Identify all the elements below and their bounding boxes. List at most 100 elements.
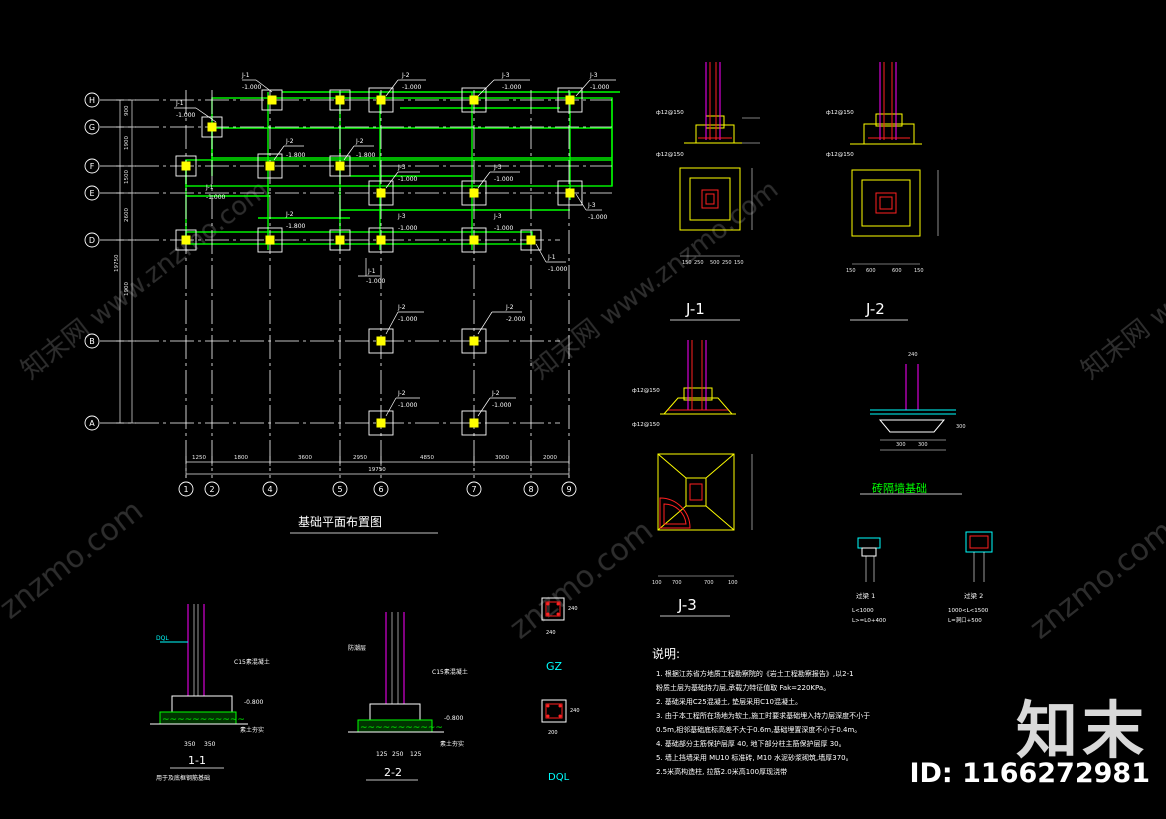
elevation-tag: -1.000 — [366, 278, 386, 285]
dim-value: 3000 — [495, 455, 509, 461]
dim-value: 250 — [722, 260, 732, 266]
svg-text:~~~~~~~~~~~: ~~~~~~~~~~~ — [162, 715, 245, 725]
dim-value: 300 — [896, 442, 906, 448]
dim-value: 1900 — [124, 136, 130, 150]
footing-pad — [368, 227, 394, 253]
j1-dims — [680, 168, 753, 257]
dim-value: 600 — [866, 268, 876, 274]
annotation: C15素混凝土 — [234, 658, 270, 666]
footing-pad — [257, 153, 283, 179]
dim-value: 350 — [184, 741, 196, 748]
footing-tag: J-1 — [241, 72, 250, 79]
j3-dim-values: 100 700 700 100 — [652, 580, 738, 586]
dim-value: 125 — [376, 751, 388, 758]
footing-pad — [461, 180, 487, 206]
dim-value: 150 — [846, 268, 856, 274]
column-axis-bubble: 2 — [204, 481, 220, 497]
footing-tag: J-2 — [397, 390, 406, 397]
detail-title: J-2 — [865, 300, 885, 318]
elevation-tag: -1.000 — [492, 402, 512, 409]
dim-value: 100 — [652, 580, 662, 586]
j2-section — [850, 62, 922, 145]
rebar-note: ф12@150 — [632, 388, 660, 394]
column-axis-bubble: 7 — [466, 481, 482, 497]
lintel-note: 1000<L<1500 — [948, 608, 989, 614]
detail-j1: ф12@150 ф12@150 150 250 500 250 150 J-1 — [656, 62, 760, 321]
column-axis-bubble: 8 — [523, 481, 539, 497]
section-1-1: ~~~~~~~~~~~ DQL C15素混凝土 素土夯实 -0.800 350 … — [150, 604, 270, 782]
annotation: -0.800 — [244, 699, 264, 706]
rebar-dots — [546, 602, 560, 616]
rebar-note: ф12@150 — [826, 110, 854, 116]
row-axis-label: E — [89, 189, 94, 198]
row-axis-bubble: B — [84, 333, 100, 349]
row-axis-bubble: G — [84, 119, 100, 135]
footing-pad — [329, 89, 351, 111]
note-line: 5. 墙上挡墙采用 MU10 标准砖, M10 水泥砂浆砌筑,墙厚370。 — [656, 753, 853, 762]
dim-value: 240 — [568, 606, 578, 612]
section-2-2: ~~~~~~~~~~~ 防潮层 C15素混凝土 素土夯实 -0.800 125 … — [348, 612, 468, 781]
dim-value: 2600 — [124, 208, 130, 222]
footing-tag: J-3 — [397, 213, 406, 220]
footing-tag: J-3 — [493, 213, 502, 220]
footing-tag: J-3 — [589, 72, 598, 79]
hatch-marks: ~~~~~~~~~~~ — [360, 723, 443, 733]
strip-dim-values: 240 300 300 300 — [896, 352, 966, 448]
elevation-tag: -2.000 — [506, 316, 526, 323]
footing-tag: J-3 — [501, 72, 510, 79]
footing-tag: J-1 — [205, 184, 214, 191]
column-axis-label: 5 — [337, 485, 342, 494]
column-axis-label: 7 — [471, 485, 476, 494]
dim-value: 240 — [570, 708, 580, 714]
dim-value: 1800 — [234, 455, 248, 461]
dim-value: 700 — [704, 580, 714, 586]
elevation-tag: -1.000 — [402, 84, 422, 91]
elevation-tag: -1.000 — [398, 316, 418, 323]
footing-pad — [461, 87, 487, 113]
left-dim-values: 900 1900 1500 2600 1900 19750 — [114, 105, 130, 296]
note-line: 4. 基础部分主筋保护层厚 40, 地下部分柱主筋保护层厚 30。 — [656, 739, 846, 748]
lintel-note: L<1000 — [852, 608, 874, 614]
svg-text:~~~~~~~~~~~: ~~~~~~~~~~~ — [360, 723, 443, 733]
watermark-text: znzmo.com — [503, 513, 659, 646]
annotation: DQL — [156, 635, 169, 642]
footing-tag: J-1 — [367, 268, 376, 275]
detail-title: J-1 — [685, 300, 705, 318]
note-line: 1. 根据江苏省方地质工程勘察院的《岩土工程勘察报告》,以2-1 — [656, 669, 854, 678]
j3-plan — [657, 453, 735, 531]
row-axis-bubble: A — [84, 415, 100, 431]
annotation: 素土夯实 — [440, 740, 464, 748]
row-axis-label: B — [89, 337, 95, 346]
dim-value: 1250 — [192, 455, 206, 461]
dim-value: 300 — [956, 424, 966, 430]
footing-tag: J-1 — [175, 100, 184, 107]
left-dimension-chain — [116, 99, 136, 424]
column-axis-label: 1 — [183, 485, 188, 494]
footing-pad — [368, 328, 394, 354]
column-axis-bubble: 9 — [561, 481, 577, 497]
annotation: C15素混凝土 — [432, 668, 468, 676]
elevation-tag: -1.000 — [206, 194, 226, 201]
elevation-tag: -1.000 — [590, 84, 610, 91]
footing-pad — [175, 155, 197, 177]
detail-j2: ф12@150 ф12@150 150 600 600 150 J-2 — [826, 62, 939, 321]
dim-value: 700 — [672, 580, 682, 586]
j1-dim-values: 150 250 500 250 150 — [682, 260, 744, 266]
dim-value: 250 — [694, 260, 704, 266]
j2-dims — [852, 170, 939, 265]
row-axis-label: H — [89, 96, 95, 105]
plan-title: 基础平面布置图 — [298, 515, 382, 529]
row-axis-label: D — [89, 236, 95, 245]
elevation-tag: -1.000 — [398, 225, 418, 232]
footing-tag: J-3 — [587, 202, 596, 209]
image-id-label: ID: 1166272981 — [909, 758, 1150, 789]
brand-logo: 知末 — [1015, 694, 1148, 767]
section-1-1-geometry — [150, 604, 248, 725]
footing-tags: J-1 -1.000 J-3 -1.000 J-3 -1.000 J-2 -1.… — [175, 72, 610, 409]
detail-j3: ф12@150 ф12@150 100 700 700 100 J-3 — [632, 340, 753, 617]
j3-section — [660, 340, 736, 415]
section-title: 1-1 — [188, 754, 206, 767]
